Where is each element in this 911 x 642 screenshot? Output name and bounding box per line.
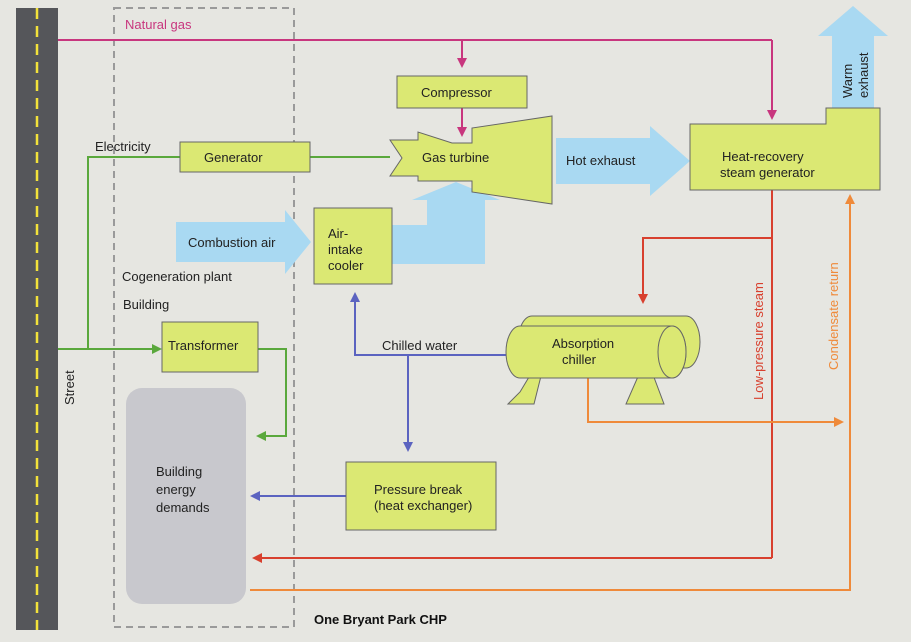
condensate-lines: [250, 194, 855, 591]
street-label: Street: [62, 370, 77, 405]
compressor-box: [396, 75, 528, 109]
building-energy-line2: energy: [156, 482, 196, 497]
chilled-water-lines: [250, 292, 512, 501]
hrsg-shape: [689, 107, 881, 191]
natural-gas-lines: [58, 39, 777, 137]
electricity-lines: [58, 156, 390, 441]
cool-air-arrow: [392, 182, 500, 264]
warm-exhaust-line1: Warm: [840, 64, 855, 98]
air-intake-line3: cooler: [328, 258, 364, 273]
building-energy-line3: demands: [156, 500, 210, 515]
absorption-line1: Absorption: [552, 336, 614, 351]
pressure-break-line2: (heat exchanger): [374, 498, 472, 513]
cogeneration-plant-border: [113, 7, 295, 628]
cogeneration-plant-label: Cogeneration plant: [122, 269, 232, 284]
steam-lines: [252, 190, 773, 563]
warm-exhaust-arrow: [818, 6, 888, 108]
gas-turbine-label: Gas turbine: [422, 150, 489, 165]
absorption-chiller: [505, 315, 701, 405]
pressure-break-box: [345, 461, 497, 531]
absorption-line2: chiller: [562, 352, 597, 367]
transformer-box: [161, 321, 259, 373]
air-intake-line1: Air-: [328, 226, 348, 241]
hrsg-line2: steam generator: [720, 165, 815, 180]
electricity-label: Electricity: [95, 139, 151, 154]
gas-turbine-shape: [389, 115, 553, 205]
building-energy-line1: Building: [156, 464, 202, 479]
air-intake-cooler-box: [313, 207, 393, 285]
combustion-air-arrow: [176, 210, 311, 274]
natural-gas-label: Natural gas: [125, 17, 192, 32]
generator-box: [179, 141, 311, 173]
chilled-water-label: Chilled water: [382, 338, 458, 353]
hrsg-line1: Heat-recovery: [722, 149, 804, 164]
building-energy-demands-box: [126, 388, 246, 604]
diagram-caption: One Bryant Park CHP: [314, 612, 447, 627]
hot-exhaust-arrow: [556, 126, 690, 196]
compressor-label: Compressor: [421, 85, 492, 100]
pressure-break-line1: Pressure break: [374, 482, 463, 497]
hot-exhaust-label: Hot exhaust: [566, 153, 636, 168]
building-label: Building: [123, 297, 169, 312]
generator-label: Generator: [204, 150, 263, 165]
transformer-label: Transformer: [168, 338, 239, 353]
warm-exhaust-line2: exhaust: [856, 52, 871, 98]
low-pressure-steam-label: Low-pressure steam: [751, 282, 766, 400]
condensate-return-label: Condensate return: [826, 262, 841, 370]
combustion-air-label: Combustion air: [188, 235, 276, 250]
street-strip: [16, 8, 58, 630]
air-intake-line2: intake: [328, 242, 363, 257]
